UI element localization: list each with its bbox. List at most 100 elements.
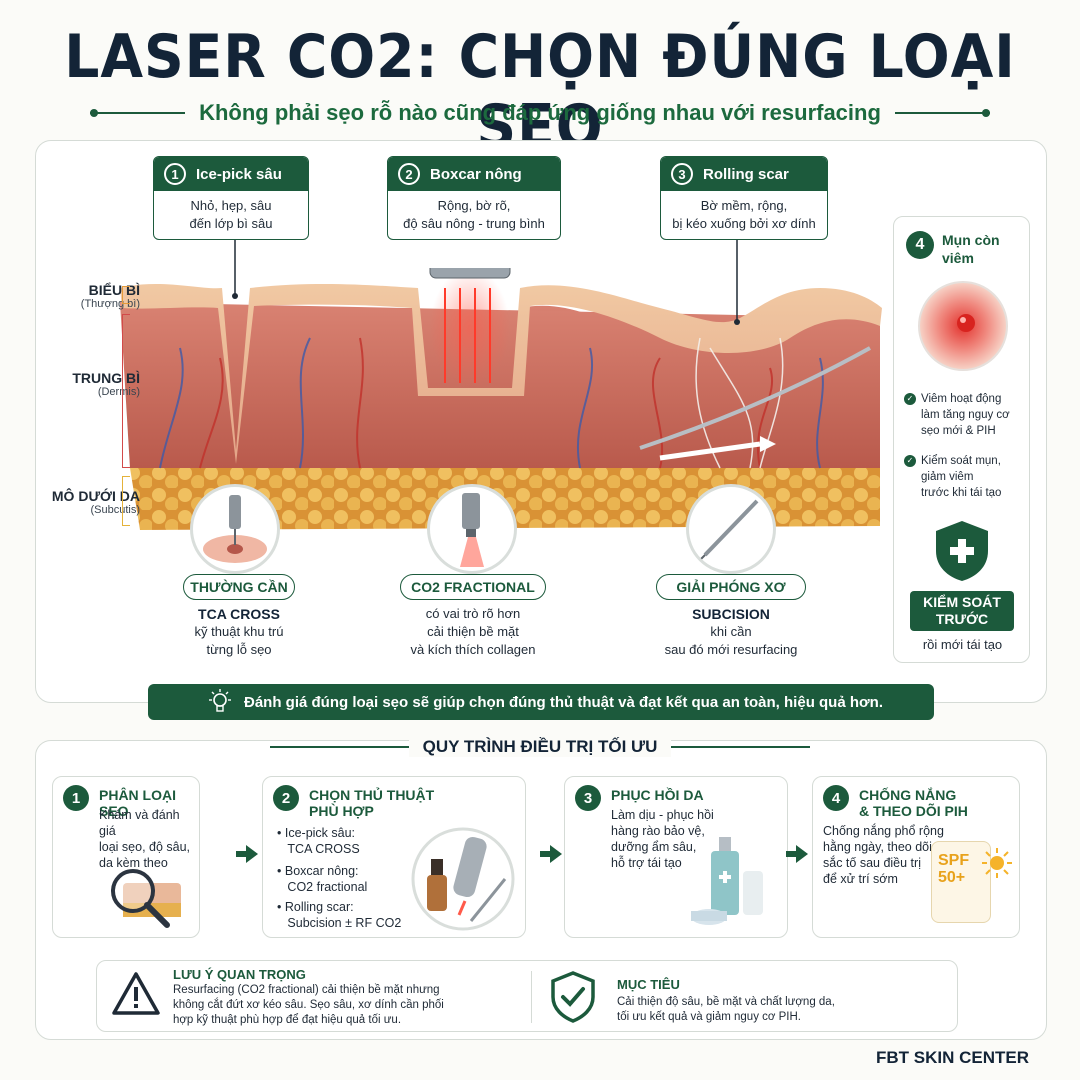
scar-card-head: 1 Ice-pick sâu	[154, 157, 308, 191]
control-first-caption: rồi mới tái tạo	[922, 637, 1003, 652]
step-title-line: PHỤC HỒI DA	[611, 787, 704, 803]
check-line: làm tăng nguy cơ	[921, 409, 1010, 421]
layer-name: TRUNG BÌ	[72, 370, 140, 386]
warning-title: LƯU Ý QUAN TRỌNG	[173, 967, 306, 982]
step-line: da kèm theo	[99, 856, 168, 870]
step-text: Khám và đánh giá loại sẹo, độ sâu, da kè…	[99, 807, 199, 871]
shield-plus-icon	[936, 521, 988, 581]
layer-label-dermis: TRUNG BÌ (Dermis)	[30, 370, 140, 398]
bullet-label: Ice-pick sâu:	[284, 826, 356, 840]
check-line: Kiểm soát mụn,	[921, 455, 1001, 467]
desc-line: độ sâu nông - trung bình	[403, 216, 545, 231]
banner-text: Đánh giá đúng loại sẹo sẽ giúp chọn đúng…	[244, 693, 884, 711]
check-line: trước khi tái tạo	[921, 487, 1002, 499]
scar-number: 1	[164, 163, 186, 185]
page-subtitle: Không phải sẹo rỗ nào cũng đáp ứng giống…	[199, 100, 881, 125]
inflamed-pimple-illustration	[918, 281, 1008, 371]
step-line: loại sẹo, độ sâu,	[99, 840, 191, 854]
page-title: LASER CO2: CHỌN ĐÚNG LOẠI SẸO	[64, 22, 1016, 162]
notes-divider	[531, 971, 532, 1023]
method-subcision: SUBCISION khi cần sau đó mới resurfacing	[640, 605, 822, 659]
method-line: cải thiện bề mặt	[427, 624, 519, 639]
tca-cross-tool-illustration	[190, 484, 280, 574]
acne-title-line: Mụn còn	[942, 232, 1000, 248]
process-step-4: 4 CHỐNG NẮNG& THEO DÕI PIH Chống nắng ph…	[812, 776, 1020, 938]
arrow-right-icon	[236, 845, 258, 863]
check-line: giảm viêm	[921, 471, 974, 483]
check-icon: ✓	[904, 455, 916, 467]
step-number: 4	[823, 785, 849, 811]
goal-text: Cải thiện độ sâu, bề mặt và chất lượng d…	[617, 995, 835, 1025]
step-bullet-1: • Ice-pick sâu: TCA CROSS	[277, 826, 360, 856]
method-title: TCA CROSS	[198, 606, 280, 622]
magnifier-skin-icon	[111, 869, 181, 928]
method-line: sau đó mới resurfacing	[664, 642, 798, 657]
key-message-banner: Đánh giá đúng loại sẹo sẽ giúp chọn đúng…	[148, 684, 934, 720]
badge-line: KIỂM SOÁT	[923, 594, 1001, 610]
goal-title: MỤC TIÊU	[617, 977, 680, 992]
spf-line: SPF	[938, 852, 970, 869]
tools-illustration	[411, 827, 515, 931]
step-title-line: CHỐNG NẮNG	[859, 787, 957, 803]
step-text: Làm dịu - phục hồi hàng rào bảo vệ, dưỡn…	[611, 807, 714, 871]
step-title-line: & THEO DÕI PIH	[859, 803, 968, 819]
warning-text: Resurfacing (CO2 fractional) cải thiện b…	[173, 983, 444, 1028]
scar-number: 2	[398, 163, 420, 185]
step-text: Chống nắng phổ rộng hằng ngày, theo dõi …	[823, 823, 944, 887]
scar-desc: Nhỏ, hẹp, sâu đến lớp bì sâu	[154, 191, 308, 239]
scar-desc: Rộng, bờ rõ,độ sâu nông - trung bình	[388, 191, 560, 239]
step-line: hỗ trợ tái tạo	[611, 856, 682, 870]
scar-card-boxcar: 2 Boxcar nông Rộng, bờ rõ,độ sâu nông - t…	[387, 156, 561, 240]
method-line: khi cần	[710, 624, 752, 639]
sun-icon	[982, 848, 1012, 878]
check-icon: ✓	[904, 393, 916, 405]
subcutis-bracket	[122, 476, 130, 526]
subtitle-line-right	[894, 109, 991, 117]
skincare-products-illustration	[691, 837, 763, 925]
step-title: CHỐNG NẮNG& THEO DÕI PIH	[859, 787, 968, 819]
scar-card-head: 2 Boxcar nông	[388, 157, 560, 191]
arrow-right-icon	[540, 845, 562, 863]
method-co2: có vai trò rõ hơn cải thiện bề mặt và kí…	[378, 605, 568, 659]
subtitle-line-left	[90, 109, 186, 117]
spf-line: 50+	[938, 869, 966, 886]
goal-line: Cải thiện độ sâu, bề mặt và chất lượng d…	[617, 996, 835, 1008]
scar-title: Boxcar nông	[430, 165, 522, 183]
dermis-bracket	[122, 314, 130, 468]
step-bullet-3: • Rolling scar: Subcision ± RF CO2	[277, 900, 402, 930]
warning-line: không cắt đứt xơ kéo sâu. Sẹo sâu, xơ dí…	[173, 999, 444, 1011]
arrow-right-icon	[786, 845, 808, 863]
step-line: sắc tố sau điều trị	[823, 856, 921, 870]
desc-line: đến lớp bì sâu	[189, 216, 273, 231]
step-line: dưỡng ẩm sâu,	[611, 840, 697, 854]
notes-box: LƯU Ý QUAN TRỌNG Resurfacing (CO2 fracti…	[96, 960, 958, 1032]
method-pill-subcision: GIẢI PHÓNG XƠ	[656, 574, 806, 600]
scar-number: 3	[671, 163, 693, 185]
brand-name: FBT SKIN CENTER	[876, 1048, 1029, 1067]
step-number: 2	[273, 785, 299, 811]
desc-line: bị kéo xuống bởi xơ dính	[672, 216, 816, 231]
scar-title: Ice-pick sâu	[196, 165, 282, 183]
acne-check-2: ✓ Kiểm soát mụn, giảm viêm trước khi tái t…	[904, 453, 1001, 501]
bullet-label: Boxcar nông:	[284, 864, 359, 878]
layer-sub: (Subcutis)	[90, 504, 140, 516]
desc-line: Nhỏ, hẹp, sâu	[190, 198, 272, 213]
warning-line: Resurfacing (CO2 fractional) cải thiện b…	[173, 984, 440, 996]
epidermis-bracket	[122, 286, 130, 304]
process-step-1: 1 PHÂN LOẠI SẸO Khám và đánh giá loại sẹ…	[52, 776, 200, 938]
warning-icon	[112, 972, 160, 1015]
layer-label-subcutis: MÔ DƯỚI DA (Subcutis)	[30, 488, 140, 516]
method-pill-co2: CO2 FRACTIONAL	[400, 574, 546, 600]
layer-name: MÔ DƯỚI DA	[51, 488, 140, 504]
scar-card-ice-pick: 1 Ice-pick sâu Nhỏ, hẹp, sâu đến lớp bì sâ…	[153, 156, 309, 240]
check-line: Viêm hoạt động	[921, 393, 1002, 405]
method-line: kỹ thuật khu trú	[194, 624, 284, 639]
subcision-needle-illustration	[686, 484, 776, 574]
bullet-value: TCA CROSS	[287, 842, 360, 856]
